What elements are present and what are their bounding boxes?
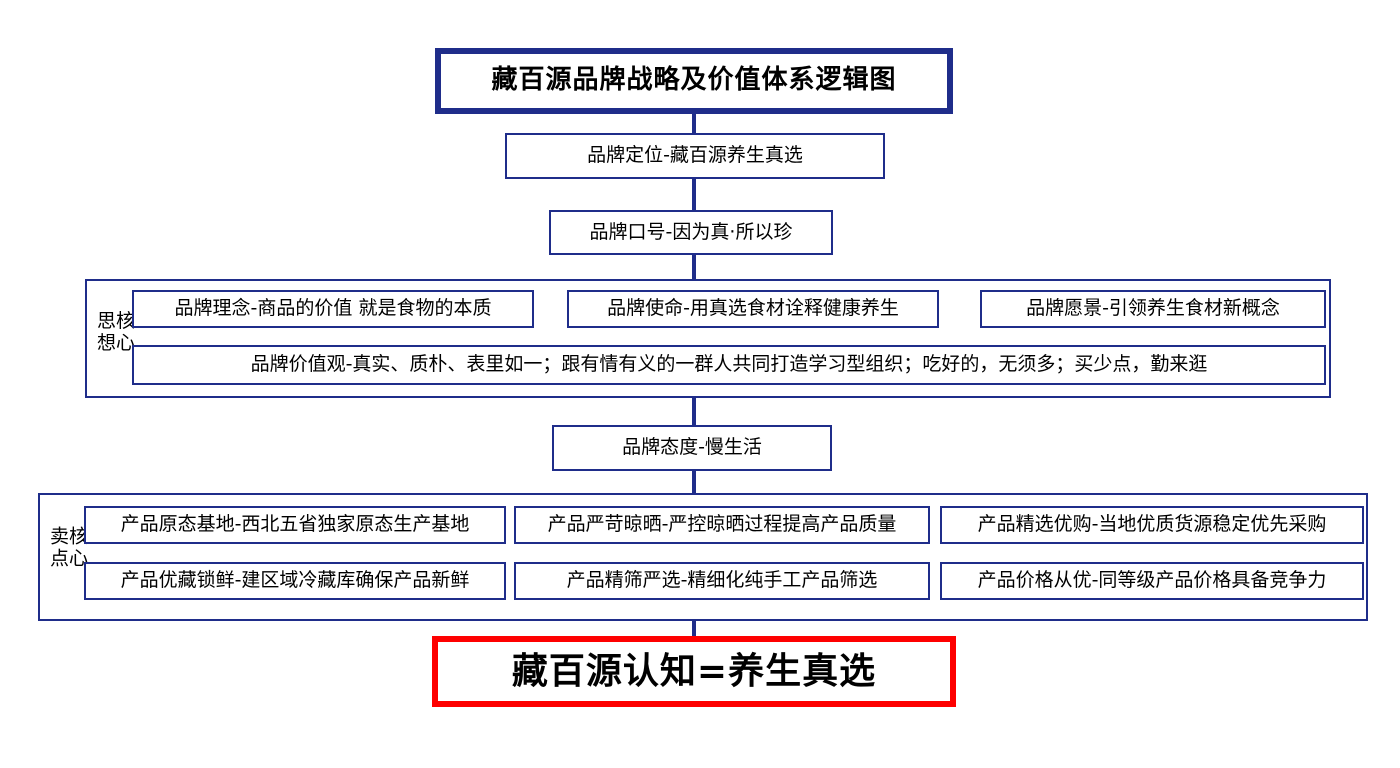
connector-line [692, 470, 696, 495]
node-product-fine-screening: 产品精筛严选-精细化纯手工产品筛选 [514, 562, 930, 600]
diagram-title: 藏百源品牌战略及价值体系逻辑图 [435, 48, 953, 114]
core-selling-points-label: 核心卖点 [47, 526, 88, 570]
node-brand-attitude: 品牌态度-慢生活 [552, 425, 832, 471]
node-brand-concept: 品牌理念-商品的价值 就是食物的本质 [132, 290, 534, 328]
connector-line [692, 619, 696, 638]
conclusion-box: 藏百源认知=养生真选 [432, 636, 956, 707]
node-brand-positioning: 品牌定位-藏百源养生真选 [505, 133, 885, 179]
group-core-thoughts: 核心思想 品牌理念-商品的价值 就是食物的本质 品牌使命-用真选食材诠释健康养生… [85, 279, 1331, 398]
node-product-strict-drying: 产品严苛晾晒-严控晾晒过程提高产品质量 [514, 506, 930, 544]
node-brand-mission: 品牌使命-用真选食材诠释健康养生 [567, 290, 939, 328]
connector-line [692, 112, 696, 135]
group-core-selling-points: 核心卖点 产品原态基地-西北五省独家原态生产基地 产品严苛晾晒-严控晾晒过程提高… [38, 493, 1368, 621]
node-brand-slogan: 品牌口号-因为真·所以珍 [549, 210, 833, 255]
node-brand-values: 品牌价值观-真实、质朴、表里如一；跟有情有义的一群人共同打造学习型组织；吃好的，… [132, 345, 1326, 385]
node-brand-vision: 品牌愿景-引领养生食材新概念 [980, 290, 1326, 328]
core-thoughts-label: 核心思想 [94, 309, 135, 354]
node-product-competitive-price: 产品价格从优-同等级产品价格具备竞争力 [940, 562, 1364, 600]
connector-line [692, 177, 696, 212]
node-product-cold-storage: 产品优藏锁鲜-建区域冷藏库确保产品新鲜 [84, 562, 506, 600]
node-product-origin-base: 产品原态基地-西北五省独家原态生产基地 [84, 506, 506, 544]
connector-line [692, 396, 696, 427]
connector-line [692, 253, 696, 281]
node-product-selected-purchase: 产品精选优购-当地优质货源稳定优先采购 [940, 506, 1364, 544]
